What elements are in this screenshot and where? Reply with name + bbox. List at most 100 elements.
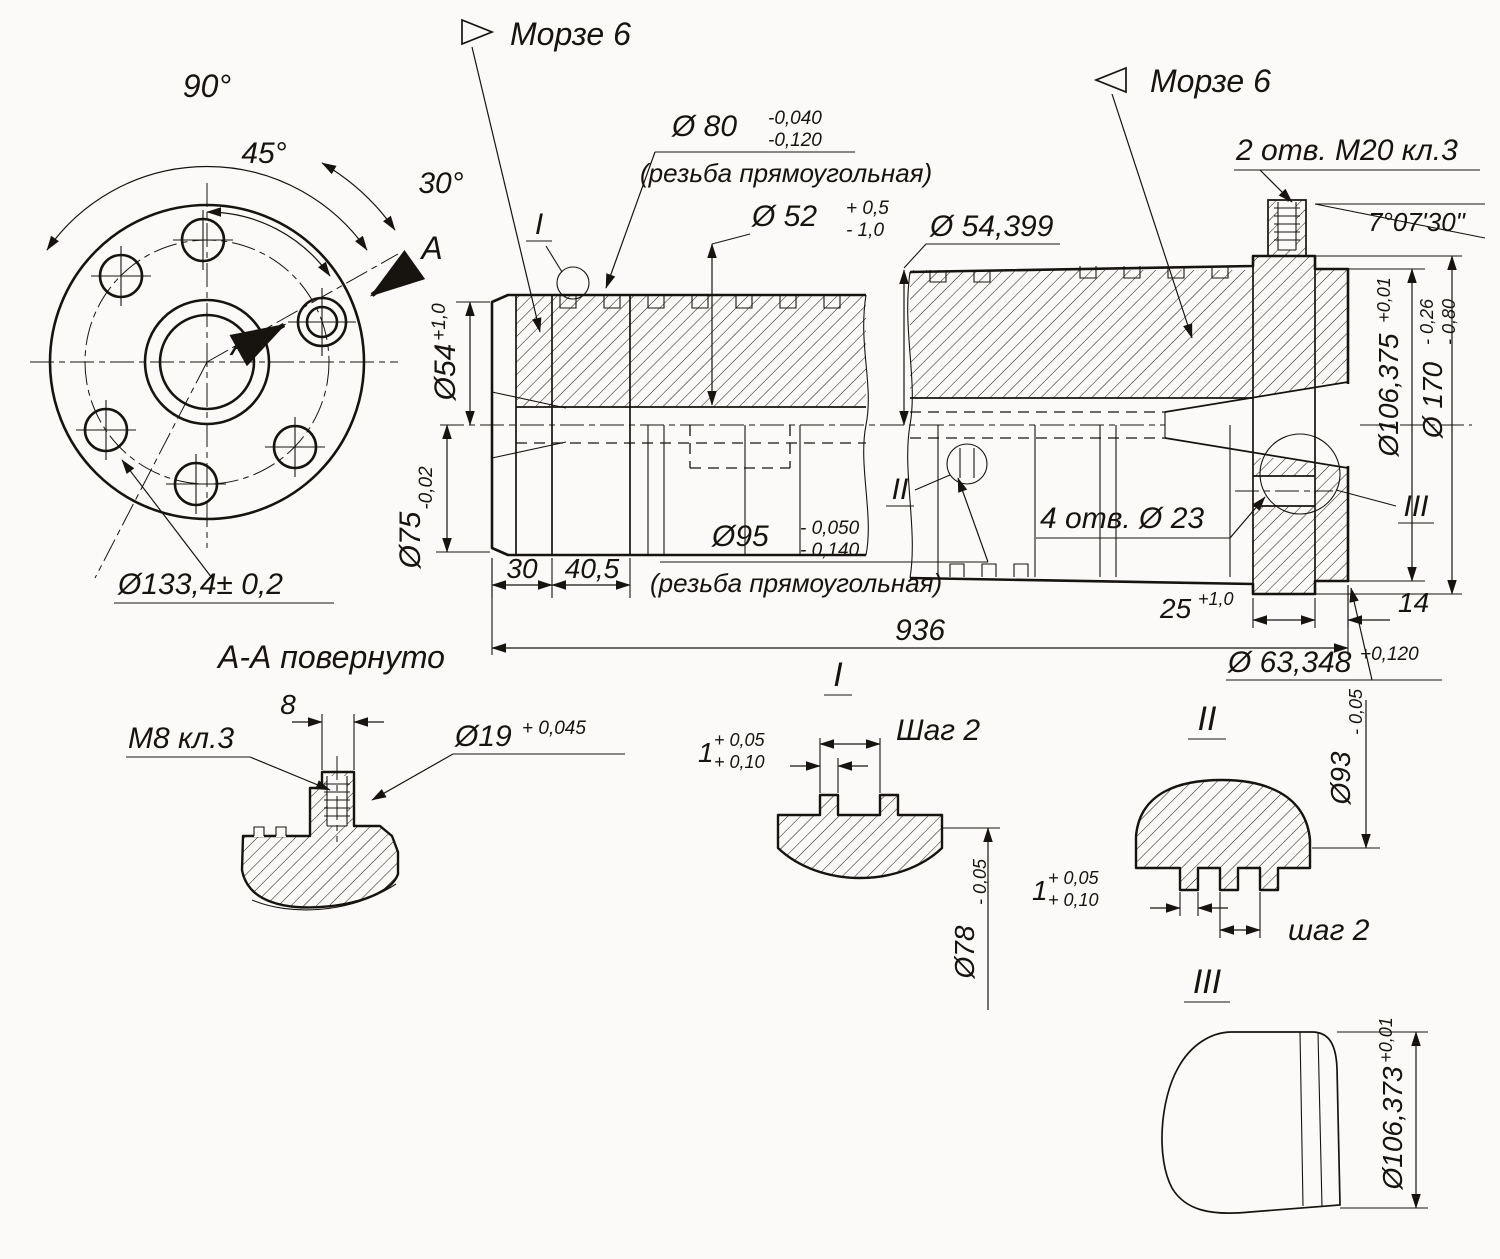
svg-text:+0,120: +0,120: [1360, 644, 1419, 665]
detail-ii-title: II: [1198, 700, 1217, 738]
left-groove-lines: [647, 425, 801, 555]
svg-text:+1,0: +1,0: [1198, 589, 1234, 609]
dim-d106-375: Ø106,375 +0,01: [1348, 268, 1425, 582]
right-groove-lines: [937, 425, 1231, 577]
dim-8: 8: [280, 689, 384, 770]
section-aa-body: [240, 770, 400, 909]
svg-text:- 0,050: - 0,050: [800, 518, 860, 539]
detail-ii: II 1 + 0,05 + 0,10 шаг 2 Ø93 - 0,05: [1032, 688, 1380, 947]
dim-holes-23: 4 отв. Ø 23: [1036, 496, 1266, 539]
dim-25: 25 +1,0: [1159, 589, 1316, 628]
keyway-hidden-lines: [689, 425, 791, 469]
svg-text:+ 0,10: + 0,10: [714, 752, 765, 772]
detail-ii-thread-profile: [1134, 778, 1312, 892]
morse-left-callout: Морзе 6: [461, 16, 631, 333]
dim-taper-angle: 7°07'30": [1314, 203, 1486, 239]
svg-text:Ø19: Ø19: [454, 720, 512, 753]
flange-hatch-top: [1253, 256, 1315, 398]
svg-text:II: II: [892, 473, 909, 506]
tapped-hole-m8: [288, 288, 356, 356]
svg-text:Ø 54,399: Ø 54,399: [929, 210, 1054, 243]
section-a-label-outer: А: [419, 230, 442, 266]
svg-text:- 1,0: - 1,0: [846, 220, 884, 241]
svg-text:40,5: 40,5: [565, 553, 620, 584]
svg-text:+ 0,10: + 0,10: [1048, 890, 1099, 910]
end-cylinder-hatch-top: [1315, 269, 1348, 384]
svg-text:+1,0: +1,0: [429, 303, 450, 341]
dim-d63-348: Ø 63,348 +0,120: [1226, 587, 1442, 681]
section-a-label-inner: А: [229, 329, 251, 362]
dim-d93: Ø93 - 0,05: [1312, 688, 1380, 849]
svg-text:Ø54: Ø54: [429, 344, 462, 402]
right-thread-notches: [929, 266, 1229, 283]
morse-right-label: Морзе 6: [1150, 63, 1271, 99]
morse-left-label: Морзе 6: [510, 16, 631, 52]
svg-text:- 0,140: - 0,140: [800, 540, 860, 561]
detail-iii: III Ø106,373 +0,01: [1161, 963, 1428, 1215]
svg-text:- 0,05: - 0,05: [1346, 688, 1366, 735]
detail-i-thread-profile: [776, 793, 944, 880]
svg-text:14: 14: [1398, 587, 1429, 618]
svg-text:I: I: [535, 208, 543, 241]
dim-d106-373: Ø106,373 +0,01: [1337, 1017, 1428, 1209]
svg-text:- 0,26: - 0,26: [1417, 298, 1437, 345]
svg-text:Ø106,375: Ø106,375: [1373, 333, 1404, 457]
dim-d54-399: Ø 54,399: [899, 210, 1060, 426]
svg-text:+0,01: +0,01: [1374, 277, 1394, 323]
dim-d170: Ø 170 - 0,26 - 0,80: [1315, 255, 1462, 595]
svg-text:1: 1: [698, 737, 714, 768]
detail-iii-title: III: [1193, 963, 1222, 1001]
section-flag-icon: [461, 18, 495, 46]
dim-tooth-1: 1 + 0,05 + 0,10: [698, 730, 868, 793]
svg-text:- 0,05: - 0,05: [970, 858, 990, 905]
svg-text:+0,01: +0,01: [1376, 1017, 1396, 1063]
dim-d80: Ø 80 -0,040 -0,120 (резьба прямоугольная…: [605, 108, 932, 289]
m20-tapped-hole: [1267, 199, 1307, 256]
right-section-hatch: [910, 270, 1253, 398]
svg-text:1: 1: [1032, 875, 1048, 906]
svg-text:Ø75: Ø75: [394, 511, 427, 569]
svg-text:7°07'30": 7°07'30": [1368, 207, 1467, 237]
svg-text:+ 0,05: + 0,05: [1048, 868, 1100, 888]
svg-text:Ø 63,348: Ø 63,348: [1227, 646, 1352, 679]
svg-text:Ø93: Ø93: [1325, 751, 1356, 805]
svg-text:Ø78: Ø78: [949, 925, 980, 979]
svg-text:+ 0,05: + 0,05: [714, 730, 766, 750]
end-cylinder-hatch-bottom: [1315, 466, 1348, 581]
dim-30-40: 30 40,5: [491, 553, 631, 598]
svg-text:25: 25: [1159, 593, 1192, 624]
detail-marker-3: III: [1259, 433, 1434, 524]
dim-tooth-2: 1 + 0,05 + 0,10: [1032, 868, 1228, 916]
svg-text:Ø95: Ø95: [711, 520, 769, 553]
detail-i-title: I: [833, 656, 843, 694]
dim-936: 936: [491, 558, 1349, 655]
angle-30-label: 30°: [418, 167, 463, 200]
bolt-circle-dia-label: Ø133,4± 0,2: [117, 568, 283, 601]
section-aa-rim-curve: [251, 883, 397, 911]
dim-d95: Ø95 - 0,050 - 0,140 (резьба прямоугольна…: [650, 477, 989, 598]
svg-text:2 отв. М20 кл.3: 2 отв. М20 кл.3: [1235, 134, 1458, 167]
detail-marker-2: II: [886, 443, 988, 507]
dim-d78: Ø78 - 0,05: [942, 827, 1000, 1010]
dim-d52: Ø 52 + 0,5 - 1,0: [707, 198, 889, 406]
svg-text:- 0,80: - 0,80: [1439, 299, 1459, 345]
svg-text:936: 936: [895, 614, 945, 647]
svg-text:Ø106,373: Ø106,373: [1377, 1066, 1408, 1190]
section-a-a: А-А повернуто М8 кл.3 8 Ø19 +: [126, 639, 625, 911]
break-line-left: [863, 294, 869, 556]
angle-90-label: 90°: [183, 68, 232, 104]
main-longitudinal-view: Морзе 6 Морзе 6 Ø 80 -0,040 -0,120 (резь…: [394, 16, 1486, 681]
left-section-hatch: [516, 296, 866, 407]
svg-text:+ 0,045: + 0,045: [522, 718, 586, 739]
dim-m8: М8 кл.3: [126, 722, 331, 791]
section-arrow-inner: [229, 323, 287, 367]
svg-text:Ø 170: Ø 170: [1417, 361, 1448, 439]
m8-thread-hole: [324, 756, 350, 842]
angle-arc-30: [321, 162, 396, 231]
svg-text:-0,040: -0,040: [768, 108, 822, 129]
detail-iii-taper-end: [1161, 1031, 1341, 1215]
svg-text:30: 30: [506, 553, 538, 584]
angle-45-label: 45°: [241, 137, 286, 170]
